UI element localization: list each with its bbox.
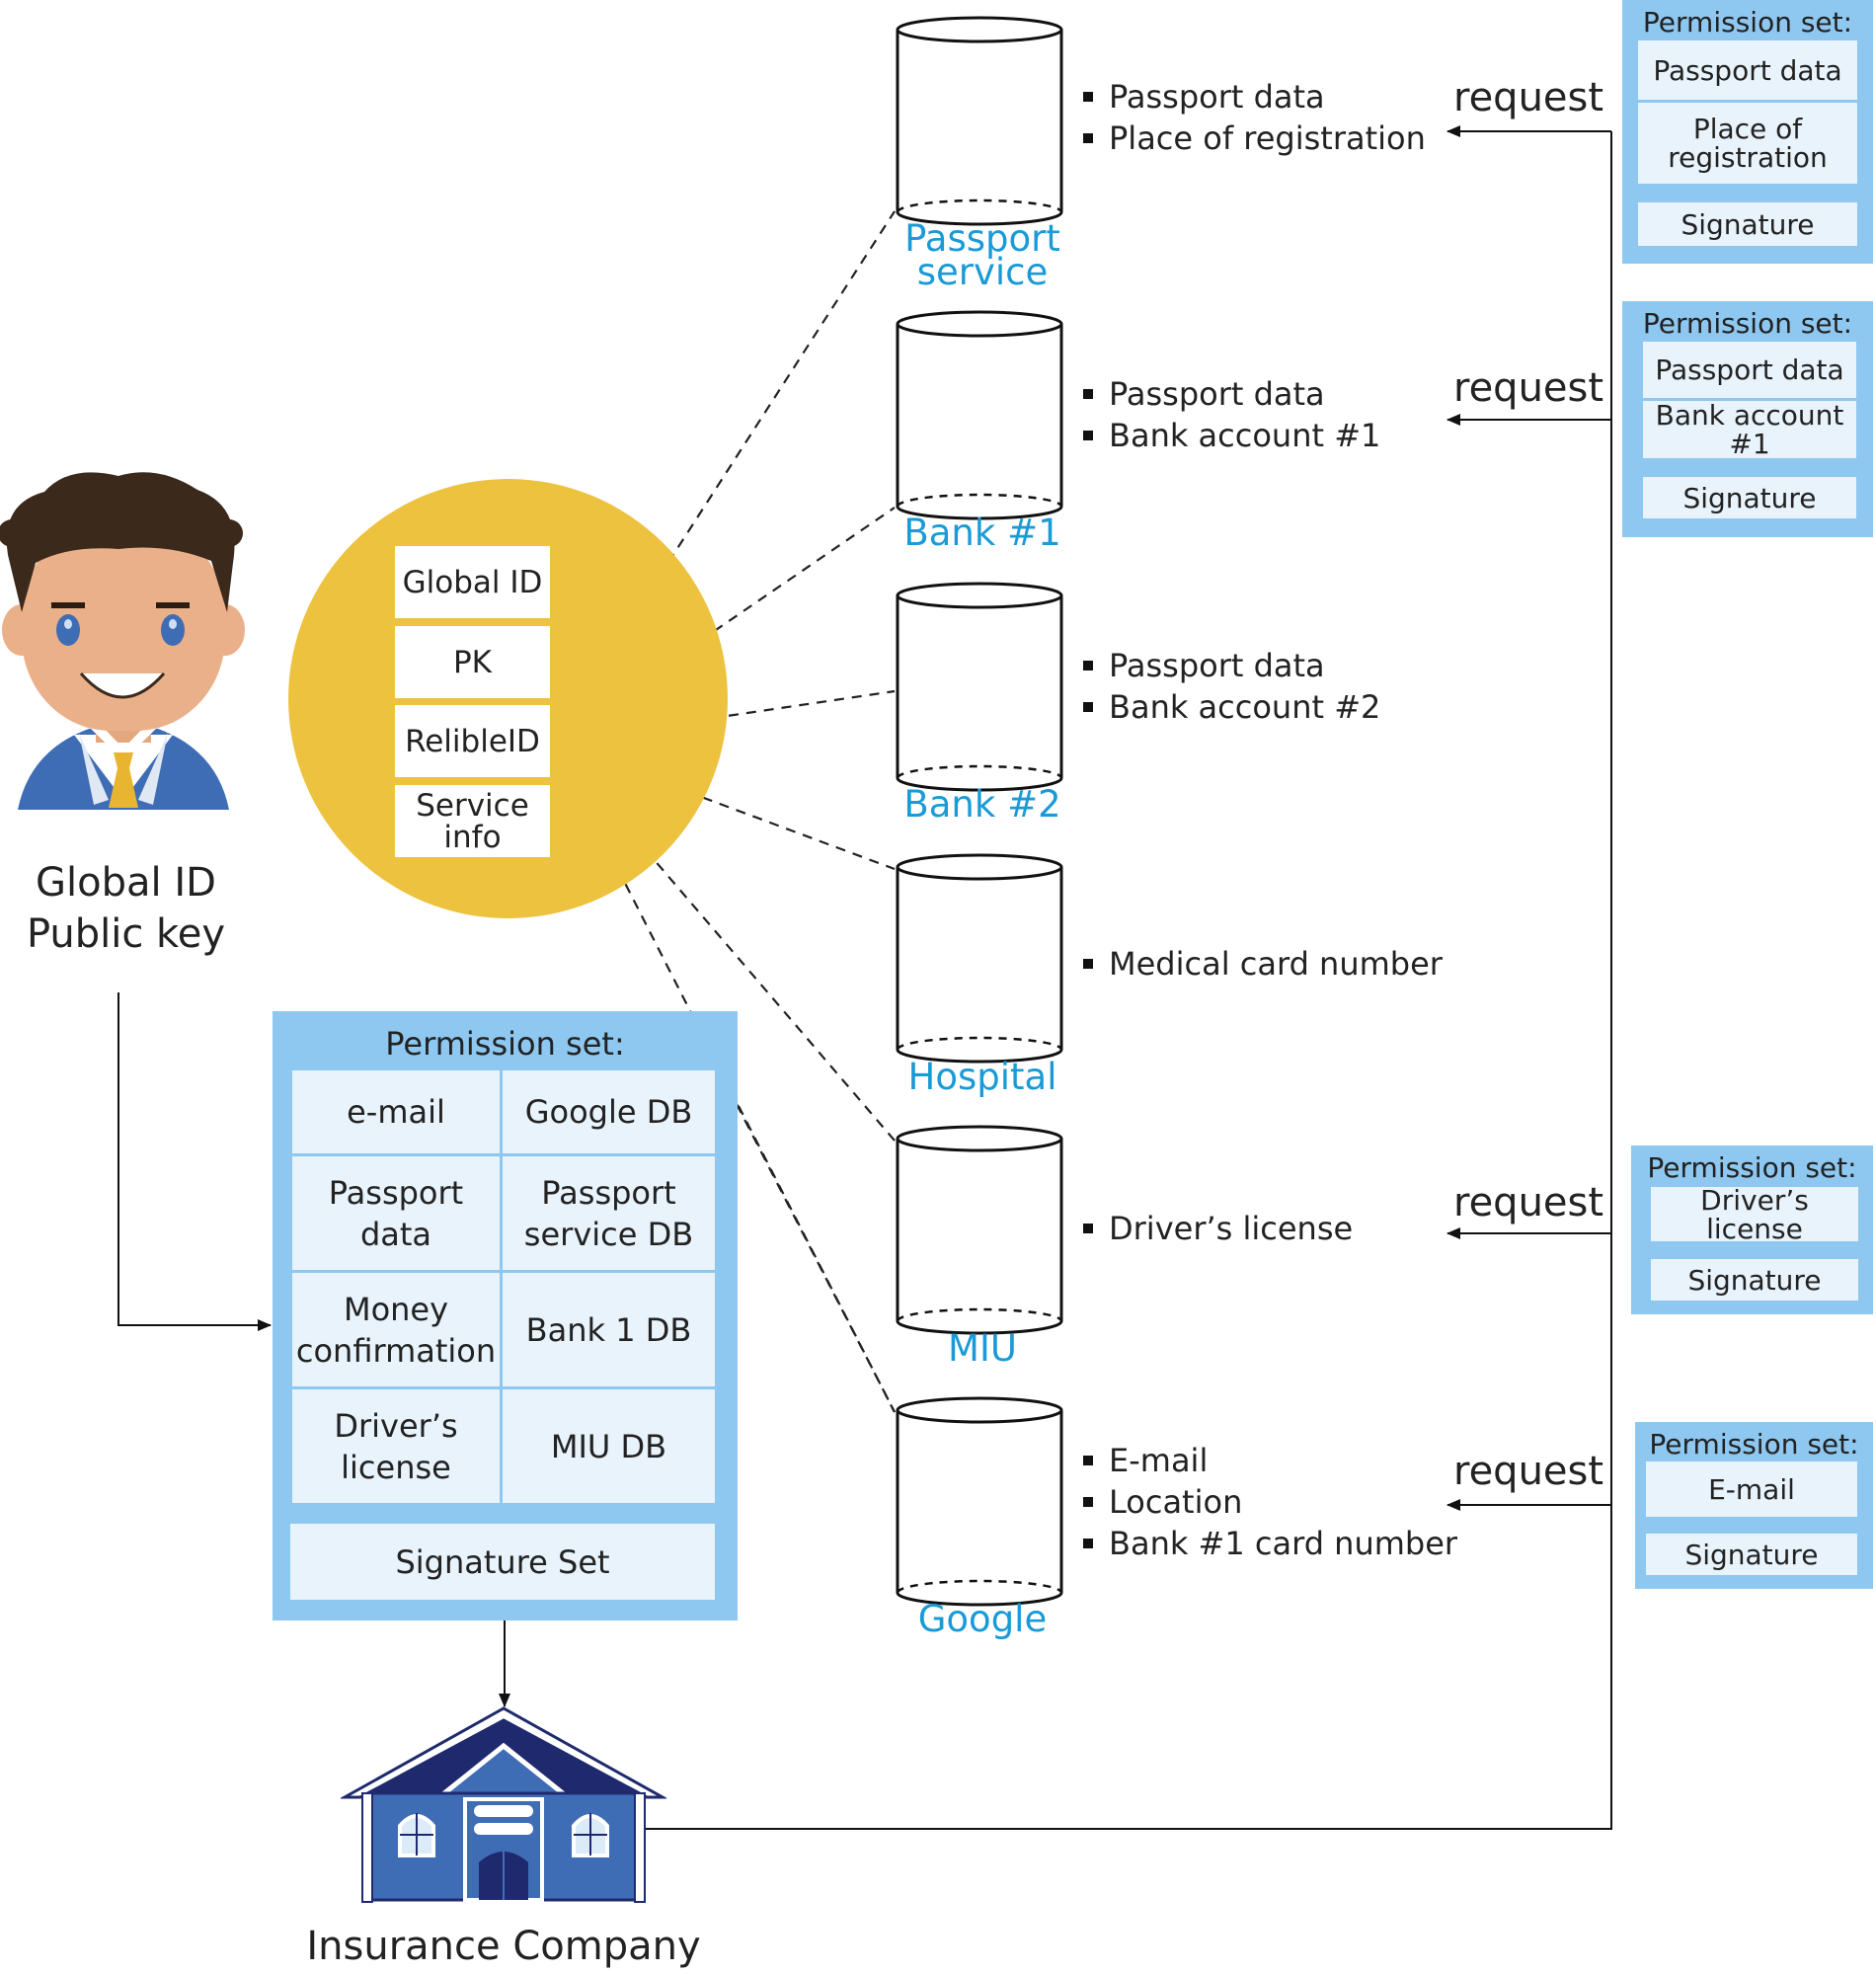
db-field: Location [1083,1481,1457,1523]
request-label: request [1453,1180,1604,1225]
source-cell: Passport service DB [503,1156,715,1270]
db-label-bank-1: Bank #1 [903,512,1061,554]
person-avatar [0,472,245,810]
request-permission-item: Signature [1643,477,1856,518]
request-permission-title: Permission set: [1647,1151,1857,1184]
request-permission-set: Permission set: Passport data Place of r… [1622,0,1873,264]
request-permission-item: Signature [1651,1259,1858,1301]
main-permission-title: Permission set: [385,1025,625,1063]
source-cell: MIU DB [503,1389,715,1503]
db-field-text: E-mail [1109,1442,1209,1479]
id-cell-service-info: Service info [395,785,550,857]
request-permission-item: Passport data [1638,40,1857,100]
db-label-passport-service: Passport service [904,217,1060,293]
db-fields-google: E-mail Location Bank #1 card number [1083,1440,1457,1564]
request-bus [642,131,1612,1830]
database-cylinder [896,1125,1063,1335]
id-cell-global-id: Global ID [395,546,550,618]
request-permission-item: Place of registration [1638,103,1857,184]
person-to-permission-arrow [117,992,272,1331]
source-cell: Google DB [503,1070,715,1153]
database-cylinders [896,16,1063,1607]
person-caption: Global ID Public key [20,857,232,960]
db-field: Bank account #2 [1083,686,1380,728]
permission-cell: Money confirmation [292,1273,500,1386]
db-field-text: Bank #1 card number [1109,1525,1458,1562]
request-permission-item: E-mail [1646,1461,1857,1517]
db-field-text: Bank account #1 [1109,417,1381,454]
permission-cell: Driver’s license [292,1389,500,1503]
permission-cell: Passport data [292,1156,500,1270]
source-cell: Bank 1 DB [503,1273,715,1386]
request-permission-set: Permission set: Driver’s license Signatu… [1631,1145,1873,1314]
db-fields-hospital: Medical card number [1083,943,1443,985]
db-field: Driver’s license [1083,1208,1353,1249]
db-label-miu: MIU [948,1327,1017,1370]
db-field-text: Passport data [1109,647,1325,684]
db-field-text: Medical card number [1109,945,1443,983]
main-permission-set: Permission set: e-mail Google DB Passpor… [273,1011,738,1620]
permission-cell: e-mail [292,1070,500,1153]
request-permission-title: Permission set: [1642,307,1853,340]
db-fields-bank-2: Passport data Bank account #2 [1083,645,1380,728]
db-field-text: Location [1109,1483,1243,1521]
db-field: E-mail [1083,1440,1457,1481]
request-permission-set: Permission set: Passport data Bank accou… [1622,301,1873,537]
db-field: Passport data [1083,373,1380,415]
db-label-google: Google [917,1598,1048,1640]
request-permission-item: Signature [1646,1534,1857,1575]
id-cell-pk: PK [395,626,550,698]
person-caption-line1: Global ID [36,860,216,906]
db-field-text: Place of registration [1109,119,1426,157]
db-field-text: Passport data [1109,375,1325,413]
request-permission-title: Permission set: [1649,1428,1859,1461]
database-cylinder [896,1396,1063,1607]
request-label: request [1453,75,1604,120]
database-cylinder [896,582,1063,792]
db-fields-miu: Driver’s license [1083,1208,1353,1249]
db-field: Place of registration [1083,118,1426,159]
db-field-text: Bank account #2 [1109,688,1381,726]
request-permission-set: Permission set: E-mail Signature [1635,1422,1873,1589]
db-fields-passport-service: Passport data Place of registration [1083,76,1426,159]
db-field: Medical card number [1083,943,1443,985]
db-field-text: Passport data [1109,78,1325,116]
database-cylinder [896,310,1063,520]
insurance-company-building [341,1706,666,1903]
request-permission-item: Driver’s license [1651,1186,1858,1243]
request-permission-item: Passport data [1643,342,1856,398]
db-field-text: Driver’s license [1109,1210,1354,1247]
db-field: Bank #1 card number [1083,1523,1457,1564]
database-cylinder [896,16,1063,226]
id-cell-reliableid: RelibleID [395,705,550,777]
person-caption-line2: Public key [26,911,226,957]
request-permission-item: Bank account #1 [1643,401,1856,458]
request-permission-title: Permission set: [1642,6,1853,39]
db-field: Passport data [1083,76,1426,118]
request-label: request [1453,1449,1604,1494]
db-field: Bank account #1 [1083,415,1380,456]
database-cylinder [896,853,1063,1064]
company-caption: Insurance Company [306,1924,701,1969]
db-label-bank-2: Bank #2 [903,783,1061,826]
request-permission-item: Signature [1638,202,1857,246]
db-label-hospital: Hospital [907,1056,1057,1098]
db-fields-bank-1: Passport data Bank account #1 [1083,373,1380,456]
request-label: request [1453,365,1604,411]
db-field: Passport data [1083,645,1380,686]
signature-set: Signature Set [290,1524,715,1600]
